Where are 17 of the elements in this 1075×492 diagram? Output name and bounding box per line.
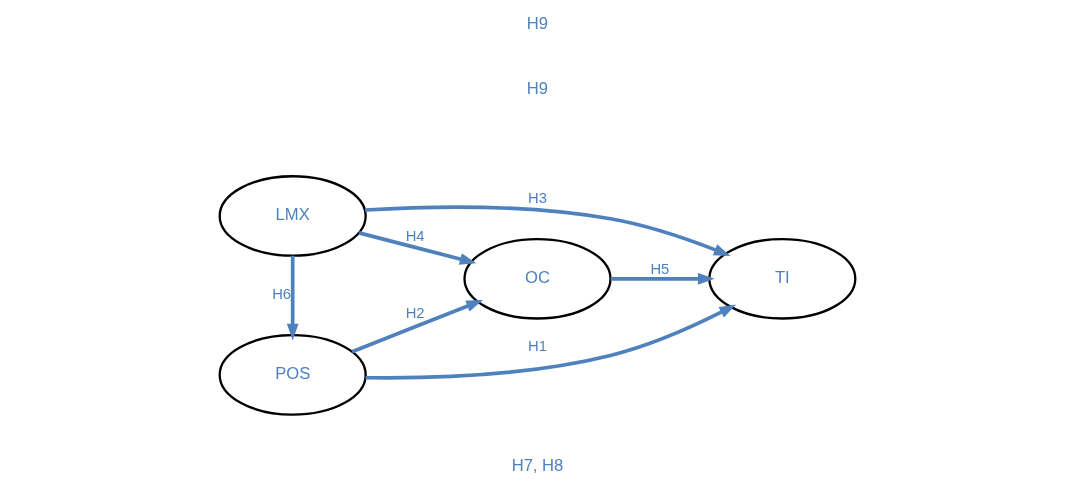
arrow (365, 304, 737, 380)
edge-label: H4 (405, 227, 425, 244)
node-ellipse: LMX (218, 175, 367, 257)
arrow (358, 231, 477, 265)
node-ellipse: POS (218, 334, 367, 416)
edge-label: H2 (405, 305, 425, 322)
edge-label: H6 (272, 285, 292, 302)
arrow (364, 205, 731, 256)
label: H9 (526, 13, 549, 33)
arrow (351, 300, 483, 354)
label: H9 (526, 79, 549, 99)
edge-label: H3 (528, 189, 547, 206)
arrow (610, 272, 715, 285)
edge-label: H1 (528, 337, 547, 354)
label: H7, H8 (511, 456, 564, 476)
arrow (286, 255, 299, 341)
edge-label: H5 (650, 260, 670, 277)
